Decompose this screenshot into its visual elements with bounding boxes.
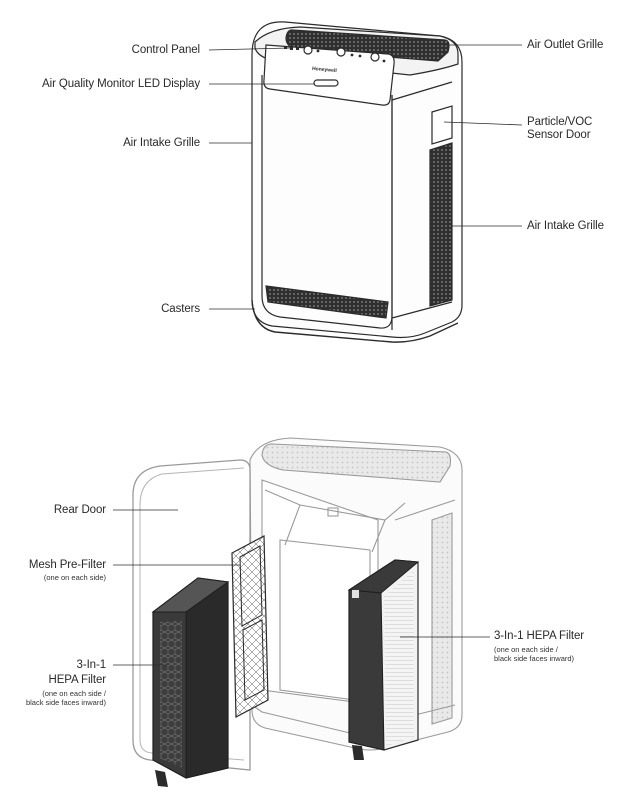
label-hepa-right: 3-In-1 HEPA Filter — [494, 630, 585, 642]
callout-lines-bottom — [113, 509, 490, 666]
callout-lines-top — [208, 44, 523, 310]
label-hepa-left-line1: 3-In-1 — [76, 659, 107, 671]
label-control-panel: Control Panel — [131, 44, 200, 56]
label-mesh-prefilter: Mesh Pre-Filter — [28, 559, 106, 571]
label-hepa-right-note2: black side faces inward) — [494, 654, 575, 663]
label-mesh-prefilter-note: (one on each side) — [43, 573, 106, 582]
label-hepa-left-note2: black side faces inward) — [25, 698, 106, 707]
label-hepa-left-line2: HEPA Filter — [48, 674, 107, 686]
hepa-filter-right — [347, 559, 420, 760]
label-air-outlet: Air Outlet Grille — [527, 39, 604, 51]
label-hepa-left-note1: (one on each side / — [42, 689, 106, 698]
label-sensor-door-line1: Particle/VOC — [527, 116, 593, 128]
label-sensor-door-line2: Sensor Door — [527, 129, 591, 141]
label-air-quality-display: Air Quality Monitor LED Display — [42, 78, 200, 90]
hepa-filter-left — [151, 577, 230, 787]
label-rear-door: Rear Door — [53, 504, 106, 516]
label-hepa-right-note1: (one on each side / — [494, 645, 558, 654]
mesh-prefilter — [231, 535, 269, 718]
air-purifier-front-view — [251, 21, 463, 343]
label-air-intake-right: Air Intake Grille — [527, 220, 604, 232]
label-air-intake-left: Air Intake Grille — [123, 137, 200, 149]
label-casters: Casters — [161, 303, 200, 315]
